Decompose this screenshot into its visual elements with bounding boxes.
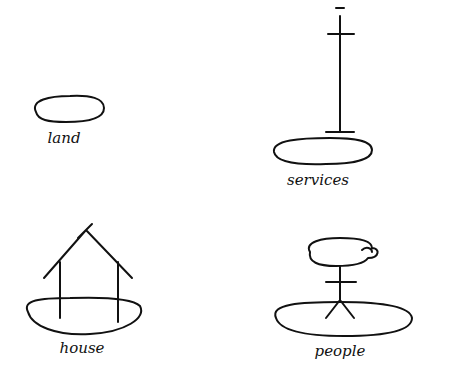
stick-figure — [326, 266, 356, 318]
people-ground — [275, 302, 412, 336]
item-label: services — [287, 172, 349, 189]
land-blob — [35, 96, 104, 122]
house-symbol — [44, 224, 132, 322]
services-blob — [274, 138, 372, 164]
thought-cloud — [309, 238, 378, 266]
cross-symbol — [326, 8, 354, 132]
item-label: land — [47, 130, 80, 147]
item-label: house — [60, 340, 105, 357]
house-ground — [27, 298, 141, 335]
item-label: people — [315, 343, 366, 360]
